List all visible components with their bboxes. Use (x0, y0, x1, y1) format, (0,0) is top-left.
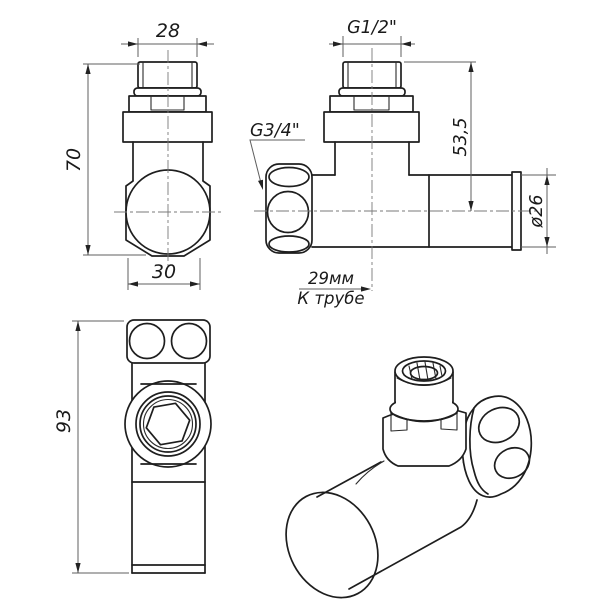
side-union-nut (323, 111, 420, 143)
dim-28-label: 28 (156, 20, 180, 42)
thread-g34-label: G3/4" (250, 121, 300, 141)
dim-70-label: 70 (63, 148, 85, 172)
top-view: 93 (53, 319, 212, 574)
dim-30-label: 30 (152, 261, 176, 283)
dim-30: 30 (127, 258, 201, 290)
dim-g34: G3/4" (249, 121, 305, 190)
top-knob (126, 319, 211, 364)
dim-535: 53,5 (404, 61, 476, 211)
front-body-sides (132, 141, 204, 182)
side-valve-outline (265, 61, 522, 254)
front-union-nut (122, 111, 213, 143)
dim-70: 70 (63, 63, 146, 256)
side-body-sides (334, 141, 410, 176)
top-valve-outline (124, 319, 212, 574)
dim-28: 28 (121, 20, 214, 57)
dim-535-label: 53,5 (451, 118, 471, 157)
iso-3d-view (285, 356, 533, 599)
note-29mm: 29мм К трубе (297, 269, 371, 308)
note-29mm-line2: К трубе (297, 289, 364, 308)
thread-g12-label: G1/2" (347, 18, 397, 38)
iso-body-pipe-seam-left (355, 460, 385, 485)
side-view: G1/2" G3/4" 53,5 ø26 29мм К трубе (249, 18, 556, 308)
front-cap-flange (133, 87, 202, 97)
dim-93: 93 (53, 320, 129, 574)
front-valve-outline (122, 61, 213, 257)
iso-pipe (285, 461, 478, 599)
iso-threaded-port (394, 356, 454, 386)
iso-knob-recess-upper (477, 406, 521, 444)
top-hex-socket (145, 402, 191, 446)
top-body-sides (131, 362, 206, 574)
front-thread-cap (137, 61, 198, 89)
dim-93-label: 93 (53, 409, 75, 433)
iso-knob (461, 395, 533, 498)
side-knob (265, 163, 313, 254)
iso-bore (409, 365, 439, 381)
side-pipe (311, 174, 513, 248)
dim-d26: ø26 (521, 168, 556, 254)
dim-g12: G1/2" (329, 18, 415, 57)
note-29mm-line1: 29мм (308, 269, 354, 288)
top-union-nut-circle (124, 380, 212, 468)
dim-d26-label: ø26 (527, 195, 547, 229)
iso-knob-recess-lower (493, 446, 531, 480)
front-view: 28 70 30 (63, 20, 222, 290)
